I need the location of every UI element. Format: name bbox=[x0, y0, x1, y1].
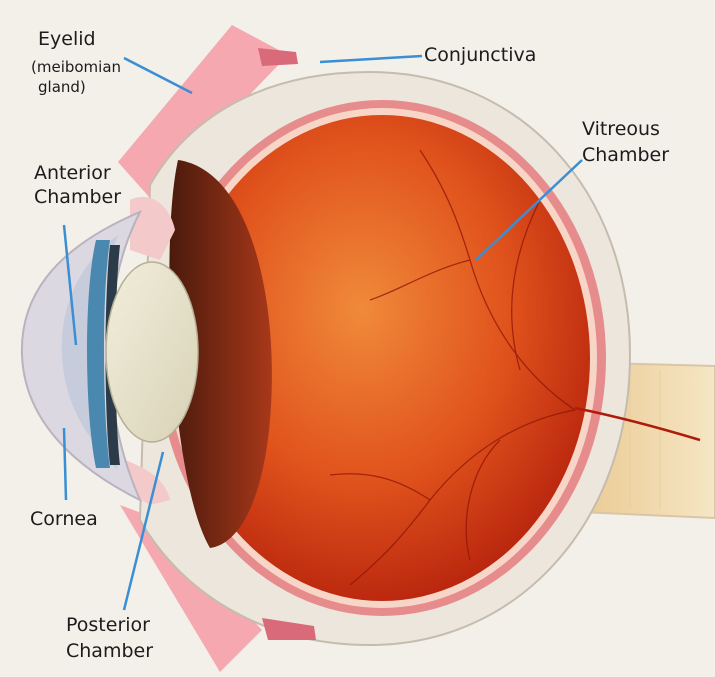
eyelid-leader-line bbox=[124, 58, 192, 93]
vitreous-chamber-label-line1: Vitreous bbox=[582, 118, 660, 141]
conjunctiva-label: Conjunctiva bbox=[424, 44, 536, 67]
eyelid-label: Eyelid bbox=[38, 28, 96, 51]
conjunctiva-leader-line bbox=[320, 56, 422, 62]
posterior-chamber-label-line1: Posterior bbox=[66, 614, 150, 637]
eyelid-sublabel-line1: (meibomian bbox=[31, 58, 121, 76]
eyelid-sublabel-line2: gland) bbox=[38, 78, 86, 96]
eyelid-muscle-top bbox=[258, 48, 298, 66]
anterior-chamber-label-line2: Chamber bbox=[34, 186, 121, 209]
vitreous-chamber-label-line2: Chamber bbox=[582, 144, 669, 167]
cornea-label: Cornea bbox=[30, 508, 98, 531]
lens bbox=[106, 262, 198, 442]
posterior-chamber-label-line2: Chamber bbox=[66, 640, 153, 663]
anterior-chamber-label-line1: Anterior bbox=[34, 162, 111, 185]
